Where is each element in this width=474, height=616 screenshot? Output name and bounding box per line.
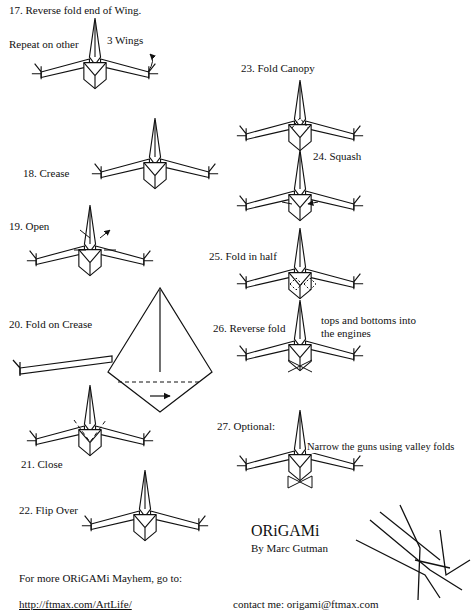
step-caption: 20. Fold on Crease — [8, 318, 93, 331]
fold-line — [92, 118, 218, 189]
fold-line — [159, 290, 160, 372]
fold-line — [74, 420, 106, 442]
fold-line — [292, 118, 308, 128]
fold-line — [13, 360, 20, 376]
fold-line — [27, 385, 153, 456]
url-link: http://ftmax.com/ArtLife/ — [18, 598, 133, 611]
fold-line — [282, 202, 318, 204]
fold-line — [148, 54, 153, 72]
step-caption: 24. Squash — [312, 150, 362, 163]
step-caption: 26. Reverse fold — [212, 322, 286, 335]
fold-line — [237, 80, 363, 151]
step-caption: 22. Flip Over — [18, 504, 79, 517]
note: 3 Wings — [106, 34, 144, 47]
fold-line — [27, 205, 153, 276]
fold-line — [32, 18, 158, 89]
fold-line — [370, 520, 462, 590]
fold-line — [74, 230, 116, 250]
step-figure — [13, 18, 363, 541]
fold-line — [400, 505, 420, 600]
fold-line — [380, 512, 440, 560]
fold-line — [108, 288, 212, 412]
contact-note: contact me: origami@ftmax.com — [232, 598, 379, 611]
fold-line — [150, 395, 170, 396]
note: Narrow the guns using valley folds — [306, 440, 455, 453]
step-caption: 17. Reverse fold end of Wing. — [8, 4, 142, 17]
step-caption: 21. Close — [20, 458, 64, 471]
fold-line — [440, 530, 470, 575]
fold-line — [288, 476, 312, 488]
footer-note: For more ORiGAMi Mayhem, go to: — [18, 572, 183, 585]
fold-line — [237, 228, 363, 299]
fold-line — [288, 360, 312, 372]
step-caption: 19. Open — [8, 220, 50, 233]
fold-line — [356, 540, 440, 598]
fold-line — [415, 560, 450, 568]
xwing-sketch — [356, 505, 470, 600]
step-caption: 18. Crease — [22, 167, 70, 180]
note: tops and bottoms into the engines — [320, 314, 420, 340]
fold-line — [13, 288, 212, 412]
fold-line — [82, 470, 208, 541]
title-text: ORiGAMi — [250, 522, 320, 540]
fold-line — [290, 278, 316, 290]
note: Repeat on other — [8, 38, 80, 51]
step-caption: 25. Fold in half — [208, 250, 278, 263]
step-caption: 27. Optional: — [216, 420, 276, 433]
author-credit: By Marc Gutman — [250, 542, 329, 555]
fold-line — [237, 150, 363, 221]
fold-line — [118, 381, 202, 382]
step-caption: 23. Fold Canopy — [240, 62, 316, 75]
fold-line — [20, 356, 112, 374]
